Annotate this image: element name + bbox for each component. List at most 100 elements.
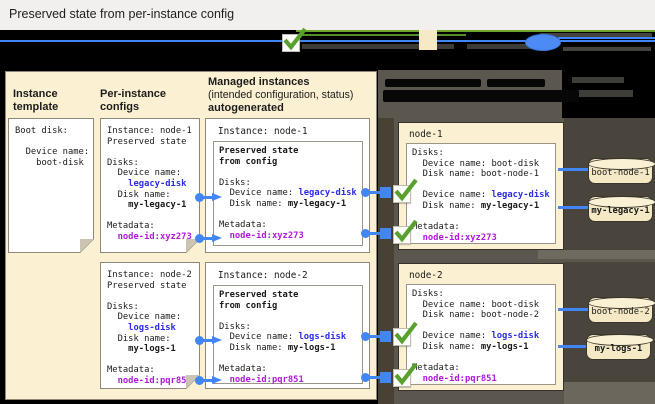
metadata-label: Metadata: [107,365,155,376]
connector-line [365,232,385,235]
preserved-state-title2: from config [219,300,278,311]
connector-square [380,228,391,239]
disk-name-label: Disk name: [219,342,288,353]
vm-panel-heading-artifact [487,79,545,87]
metadata-value: node-id:pqr851 [229,374,304,385]
connector-dot [361,332,370,341]
disk-name-value: my-legacy-1 [480,200,540,211]
connector-line [365,191,385,194]
device-name-label: Device name: [107,312,182,323]
device-name-label: Device name: [15,147,90,158]
device-name-label: Device name: [412,190,492,201]
instance-template-doc: Boot disk: Device name: boot-disk [8,118,94,253]
connector-dot [361,229,370,238]
disk-name-label: Disk name: [107,333,171,344]
legend-blue-line [0,40,655,42]
connector-dot [195,336,204,345]
disks-label: Disks: [219,177,251,188]
column-header-managed: Managed instances [208,76,310,88]
instance-line: Instance: node-1 [107,126,192,136]
connector-arrow [212,376,222,384]
preserved-state-line: Preserved state [107,136,187,147]
disk-name-label: Disk name: [412,200,481,211]
applied-check-icon [393,219,418,244]
disks-label: Disks: [412,289,444,299]
column-header-autogenerated: autogenerated [208,102,284,114]
legend-green-line [296,34,466,36]
column-header-managed-sub: (intended configuration, status) [208,89,354,101]
panel-divider [538,250,655,259]
connector-square [380,372,391,383]
connector-dot [361,188,370,197]
preserved-state-line: Preserved state [107,280,187,291]
device-name-value: logs-disk [298,332,347,343]
connector-dot [195,193,204,202]
metadata-value: node-id:pqr851 [107,375,192,386]
disks-label: Disks: [219,321,251,332]
metadata-label: Metadata: [219,220,267,231]
connector-line [202,339,216,342]
disk-name-label: Disk name: [219,198,288,209]
disk-name-value: my-logs-1 [287,342,336,353]
disk-name-value: my-legacy-1 [107,200,187,211]
preserved-state-title: Preserved state [219,146,299,156]
preserved-state-box: Preserved state from config Disks: Devic… [213,141,363,246]
per-instance-config-node2: Instance: node-2 Preserved state Disks: … [100,262,200,389]
legend-green-line-top [296,30,655,32]
legend-blue-line-right [558,37,655,39]
disk-connector-line [558,168,588,171]
metadata-value: node-id:xyz273 [229,230,304,241]
disk-cylinder-my-legacy-1: my-legacy-1 [587,195,655,222]
disk-name-value: my-legacy-1 [287,198,347,209]
preserved-state-box: Preserved state from config Disks: Devic… [213,285,363,385]
managed-instance-node2: Instance: node-2 Preserved state from co… [205,262,370,389]
metadata-value: node-id:pqr851 [422,373,497,384]
device-name-label: Device name: [412,331,492,342]
connector-line [365,376,385,379]
metadata-value: node-id:xyz273 [107,231,192,242]
metadata-label: Metadata: [107,221,155,232]
connector-arrow [212,336,222,344]
device-name-label: Device name: [219,188,299,199]
vm-panel-heading-artifact [385,79,481,87]
legend-disk-oval-icon [525,34,561,51]
disks-label: Disks: [412,148,444,158]
instance-line: Instance: node-2 [107,270,192,280]
device-name-value: legacy-disk [107,178,187,189]
vm-node1: node-1 Disks: Device name: boot-disk Dis… [398,122,564,250]
legend-text-artifact [467,44,531,49]
device-name-label: Device name: [107,168,182,179]
device-name-value: logs-disk [107,322,176,333]
vm-detail-box: Disks: Device name: boot-disk Disk name:… [406,284,556,385]
vm-node2: node-2 Disks: Device name: boot-disk Dis… [398,263,564,391]
disks-label: Disks: [107,157,139,168]
diagram-title: Preserved state from per-instance config [9,7,235,21]
per-instance-config-node1: Instance: node-1 Preserved state Disks: … [100,118,200,253]
device-name-value: boot-disk [15,157,84,168]
disk-cylinder-boot-node-1: boot-node-1 [587,157,655,184]
panel-bottom-strip [564,382,655,404]
device-name-value: legacy-disk [491,190,550,201]
vm-name: node-1 [409,129,443,140]
disk-connector-line [558,308,588,311]
boot-disk-label: Boot disk: [15,126,68,136]
title-bar [0,0,655,30]
applied-check-icon [393,178,418,203]
disk-name-value: my-logs-1 [107,344,176,355]
connector-line [202,196,216,199]
metadata-label: Metadata: [219,364,267,375]
connector-dot [195,234,204,243]
vm-panel-heading-artifact [383,90,579,102]
boot-device-line: Device name: boot-disk [412,158,540,169]
metadata-value: node-id:xyz273 [422,232,497,243]
device-name-label: Device name: [219,332,299,343]
legend-text-artifact [540,33,652,37]
disk-cylinder-my-logs-1: my-logs-1 [585,333,654,360]
preserved-state-title2: from config [219,156,278,167]
legend-text-artifact [563,47,651,51]
vm-detail-box: Disks: Device name: boot-disk Disk name:… [406,143,556,244]
disk-connector-line [558,206,588,209]
managed-instance-header: Instance: node-2 [218,270,308,281]
disk-name-label: Disk name: [412,341,481,352]
